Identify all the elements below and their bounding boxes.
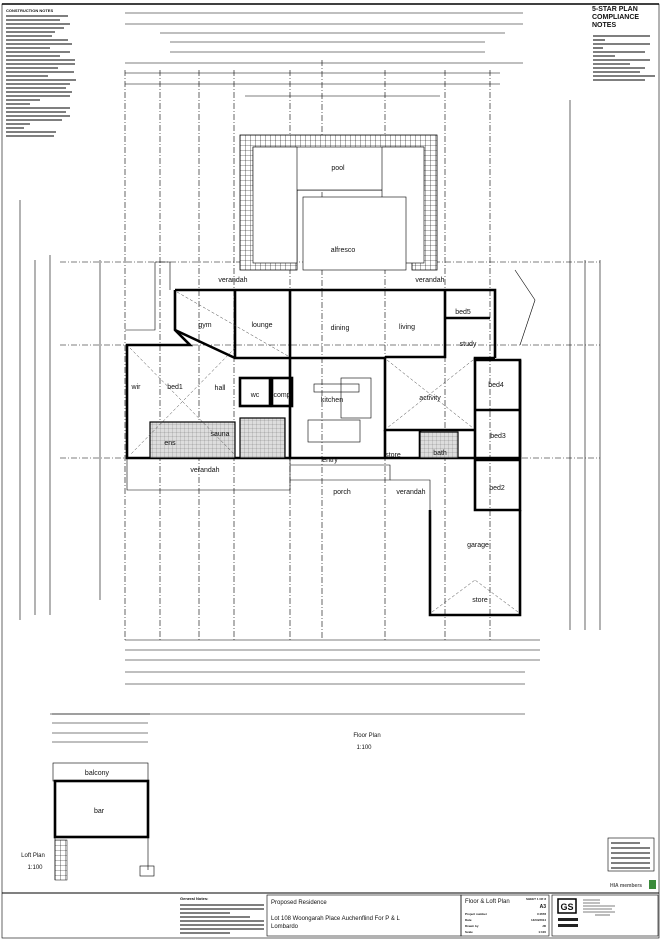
project-address-line2: Lombardo (271, 924, 299, 930)
room-label-porch: porch (333, 489, 351, 496)
room-label-balcony: balcony (85, 770, 110, 777)
room-label-store: store (385, 452, 401, 459)
room-label-activity: activity (419, 395, 441, 402)
hia-members-logo: HIA members (610, 883, 642, 889)
project-address-line1: Lot 108 Woongarah Place Auchenflind For … (271, 916, 401, 922)
room-label-bed5: bed5 (455, 309, 471, 316)
loft-plan-title: Loft Plan (21, 853, 45, 859)
construction-notes: CONSTRUCTION NOTES (6, 8, 76, 137)
room-label-alfresco: alfresco (331, 247, 356, 254)
sheet-size: A3 (540, 904, 547, 910)
house-walls (125, 288, 522, 617)
general-notes-heading: General Notes: (180, 896, 208, 901)
date-label: Date (465, 918, 472, 922)
sheet-title: Floor & Loft Plan (465, 899, 510, 905)
room-label-bed4: bed4 (488, 382, 504, 389)
room-label-wc: wc (250, 392, 260, 399)
room-label-dining: dining (331, 325, 350, 332)
drawn-label: Drawn by (465, 924, 479, 928)
hia-logo-icon (649, 880, 656, 889)
pool-area: pool alfresco (239, 134, 438, 271)
drawn-value: JD (542, 924, 547, 928)
room-label-garage-store: store (472, 597, 488, 604)
room-label-sauna: sauna (210, 431, 229, 438)
room-label-hall: hall (215, 385, 226, 392)
room-label-study: study (460, 341, 477, 348)
area-schedule (607, 837, 655, 872)
room-label-garage: garage (467, 542, 489, 549)
company-logo-text: GS (560, 902, 573, 912)
floor-plan-scale: 1:100 (356, 745, 372, 751)
room-label-ens: ens (164, 440, 176, 447)
room-label-gym: gym (198, 322, 211, 329)
loft-plan-scale: 1:100 (27, 865, 43, 871)
room-label-verandah-top-left: verandah (218, 277, 247, 284)
room-label-bath: bath (433, 450, 447, 457)
company-logo (557, 898, 577, 914)
room-label-verandah-top-right: verandah (415, 277, 444, 284)
construction-notes-heading: CONSTRUCTION NOTES (6, 8, 53, 13)
room-labels: verandah gym lounge dining living bed5 s… (131, 277, 506, 604)
room-label-bar: bar (94, 808, 105, 815)
room-label-pool: pool (331, 165, 345, 172)
sheet-number: SHEET 1 OF 8 (526, 897, 546, 901)
room-label-verandah-bottom-right: verandah (396, 489, 425, 496)
project-number: C4678 (537, 912, 546, 916)
dimension-lines-top (19, 12, 601, 715)
floor-plan-title: Floor Plan (353, 733, 380, 739)
date-value: 14/04/2014 (531, 918, 546, 922)
room-label-bed1: bed1 (167, 384, 183, 391)
compliance-notes (593, 35, 655, 81)
project-title: Proposed Residence (271, 900, 327, 906)
room-label-bed3: bed3 (490, 433, 506, 440)
project-number-label: Project number (465, 912, 488, 916)
room-label-lounge: lounge (251, 322, 272, 329)
room-label-verandah-bottom-left: verandah (190, 467, 219, 474)
compliance-notes-heading: 5-STAR PLAN COMPLIANCE NOTES (592, 6, 640, 29)
room-label-kitchen: kitchen (321, 397, 343, 404)
loft-plan: balcony bar Loft Plan 1:100 (21, 713, 155, 881)
room-label-entry: entry (322, 457, 338, 464)
room-label-wir: wir (131, 384, 142, 391)
room-label-living: living (399, 324, 415, 331)
title-block: General Notes: Proposed Residence Lot 10… (2, 892, 659, 937)
room-label-bed2: bed2 (489, 485, 505, 492)
scale-value: 1:100 (538, 930, 546, 934)
scale-label: Scale (465, 930, 473, 934)
room-label-comp: comp (273, 392, 290, 399)
